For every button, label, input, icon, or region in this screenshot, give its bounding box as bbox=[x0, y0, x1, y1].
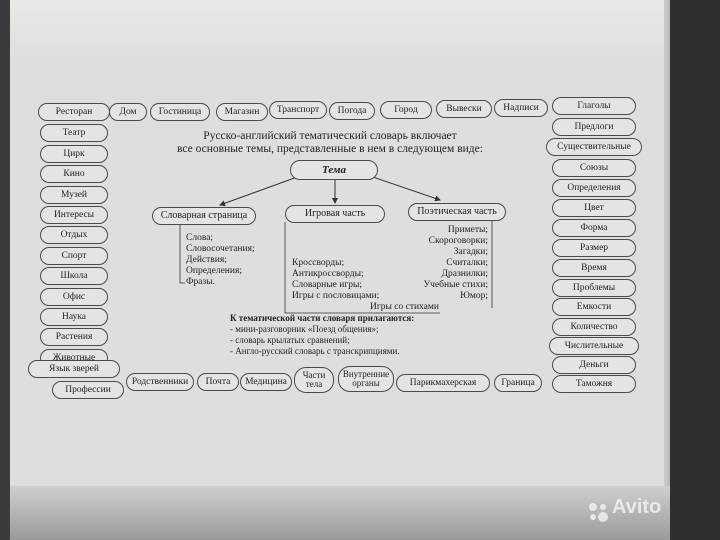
list-item: Антикроссворды; bbox=[292, 269, 364, 279]
list-item: Действия; bbox=[186, 255, 227, 265]
topic-pill: Профессии bbox=[52, 381, 124, 399]
list-item: Фразы. bbox=[186, 277, 215, 287]
topic-pill: Интересы bbox=[40, 206, 108, 224]
list-item: Слова; bbox=[186, 233, 214, 243]
list-item: Учебные стихи; bbox=[423, 280, 488, 290]
appendix-header: К тематической части словаря прилагаются… bbox=[230, 313, 415, 323]
topic-pill: Парикмахерская bbox=[396, 374, 490, 392]
page-edge bbox=[664, 0, 674, 500]
avito-logo-icon bbox=[589, 503, 608, 522]
topic-pill: Офис bbox=[40, 288, 108, 306]
list-item: Считалки; bbox=[446, 258, 488, 268]
topic-pill: Числительные bbox=[549, 337, 639, 355]
page-bottom-shadow bbox=[10, 486, 670, 540]
list-item: Игры со стихами bbox=[370, 302, 439, 312]
topic-pill: Предлоги bbox=[552, 118, 636, 136]
topic-pill: Растения bbox=[40, 328, 108, 346]
topic-pill: Музей bbox=[40, 186, 108, 204]
topic-pill: Деньги bbox=[552, 356, 636, 374]
list-item: Словосочетания; bbox=[186, 244, 255, 254]
topic-pill: Язык зверей bbox=[28, 360, 120, 378]
list-item: - словарь крылатых сравнений; bbox=[230, 335, 350, 345]
topic-pill: Размер bbox=[552, 239, 636, 257]
list-item: Определения; bbox=[186, 266, 242, 276]
topic-pill: Таможня bbox=[552, 375, 636, 393]
topic-pill: Глаголы bbox=[552, 97, 636, 115]
topic-pill: Медицина bbox=[240, 373, 292, 391]
topic-pill: Время bbox=[552, 259, 636, 277]
topic-pill: Театр bbox=[40, 124, 108, 142]
branch-dictionary-page: Словарная страница bbox=[152, 207, 256, 225]
watermark-text: Avito bbox=[612, 496, 662, 518]
topic-pill: Родственники bbox=[126, 373, 194, 391]
game-items: Кроссворды; Антикроссворды; Словарные иг… bbox=[292, 258, 439, 313]
topic-pill: Погода bbox=[329, 102, 375, 120]
topic-pill: Дом bbox=[109, 103, 147, 121]
topic-pill: Определения bbox=[552, 179, 636, 197]
topic-pill: Вывески bbox=[436, 100, 492, 118]
list-item: Юмор; bbox=[460, 291, 488, 301]
topic-pill: Транспорт bbox=[269, 101, 327, 119]
list-item: Приметы; bbox=[447, 225, 488, 235]
topic-pill: Ресторан bbox=[38, 103, 110, 121]
list-item: Игры с пословицами; bbox=[292, 291, 380, 301]
dictionary-items: Слова; Словосочетания; Действия; Определ… bbox=[186, 233, 255, 288]
topic-pill: Надписи bbox=[494, 99, 548, 117]
topic-pill: Цвет bbox=[552, 199, 636, 217]
topic-pill: Граница bbox=[494, 374, 542, 392]
topic-pill: Внутренние органы bbox=[338, 366, 394, 392]
topic-pill: Части тела bbox=[294, 367, 334, 393]
topic-pill: Школа bbox=[40, 267, 108, 285]
poetic-items: Приметы; Скороговорки; Загадки; Считалки… bbox=[400, 225, 488, 302]
topic-pill: Магазин bbox=[216, 103, 268, 121]
topic-pill: Количество bbox=[552, 318, 636, 336]
appendix-items: - мини-разговорник «Поезд общения»; - сл… bbox=[230, 324, 400, 357]
topic-pill: Союзы bbox=[552, 159, 636, 177]
list-item: Скороговорки; bbox=[428, 236, 488, 246]
diagram-title-line2: все основные темы, представленные в нем … bbox=[177, 143, 483, 155]
topic-pill: Спорт bbox=[40, 247, 108, 265]
topic-pill: Цирк bbox=[40, 145, 108, 163]
topic-pill: Гостиница bbox=[150, 103, 210, 121]
list-item: Загадки; bbox=[453, 247, 488, 257]
list-item: Дразнилки; bbox=[441, 269, 488, 279]
list-item: - Англо-русский словарь с транскрипциями… bbox=[230, 346, 400, 356]
topic-pill: Отдых bbox=[40, 226, 108, 244]
list-item: Словарные игры; bbox=[292, 280, 362, 290]
list-item: Кроссворды; bbox=[292, 258, 345, 268]
topic-pill: Кино bbox=[40, 165, 108, 183]
list-item: - мини-разговорник «Поезд общения»; bbox=[230, 324, 379, 334]
branch-poetic-part: Поэтическая часть bbox=[408, 203, 506, 221]
background bbox=[670, 0, 720, 540]
diagram-title-line1: Русско-английский тематический словарь в… bbox=[203, 130, 457, 142]
topic-pill: Проблемы bbox=[552, 279, 636, 297]
topic-pill: Форма bbox=[552, 219, 636, 237]
topic-pill: Емкости bbox=[552, 298, 636, 316]
tema-node: Тема bbox=[290, 160, 378, 180]
topic-pill: Почта bbox=[197, 373, 239, 391]
branch-game-part: Игровая часть bbox=[285, 205, 385, 223]
topic-pill: Город bbox=[380, 101, 432, 119]
topic-pill: Существительные bbox=[546, 138, 642, 156]
topic-pill: Наука bbox=[40, 308, 108, 326]
